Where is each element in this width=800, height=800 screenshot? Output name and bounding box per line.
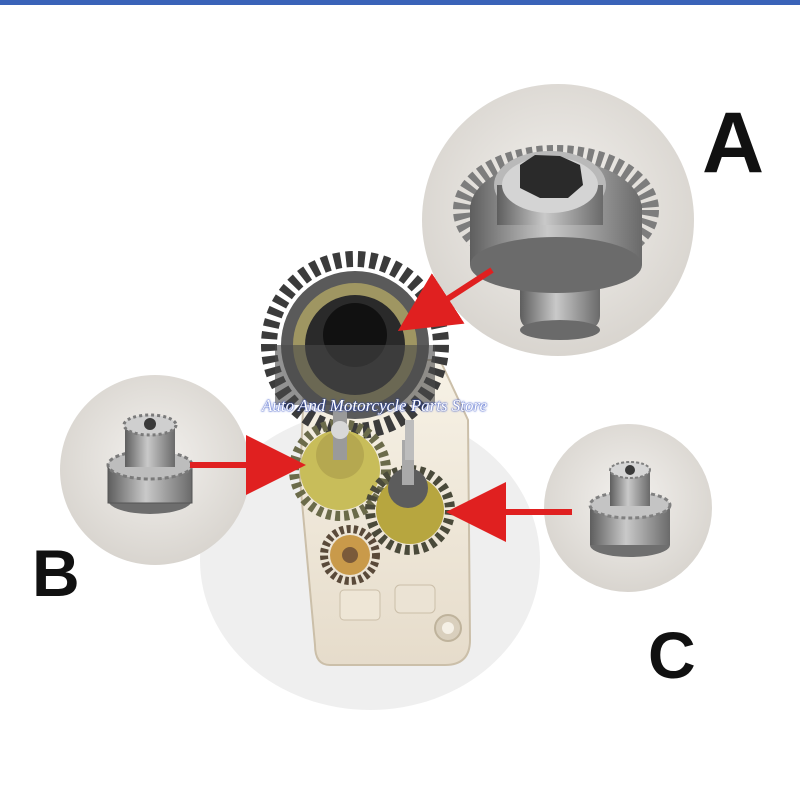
shaft-pin [405,420,414,460]
label-c: C [648,618,696,692]
inset-a [422,84,694,356]
gear-b-detail [106,413,194,514]
arrow-right-icon [397,267,494,332]
inset-b [60,375,250,565]
store-watermark: Auto And Motorcycle Parts Store [262,396,488,415]
gear-small-installed [320,525,380,585]
inset-c [544,424,712,592]
gear-a-installed [261,251,449,439]
gear-a-detail [453,145,659,340]
gear-c-installed [365,440,455,555]
label-b: B [32,536,80,610]
top-accent-bar [0,0,800,5]
gear-c-detail [588,461,672,557]
label-a: A [702,95,765,191]
